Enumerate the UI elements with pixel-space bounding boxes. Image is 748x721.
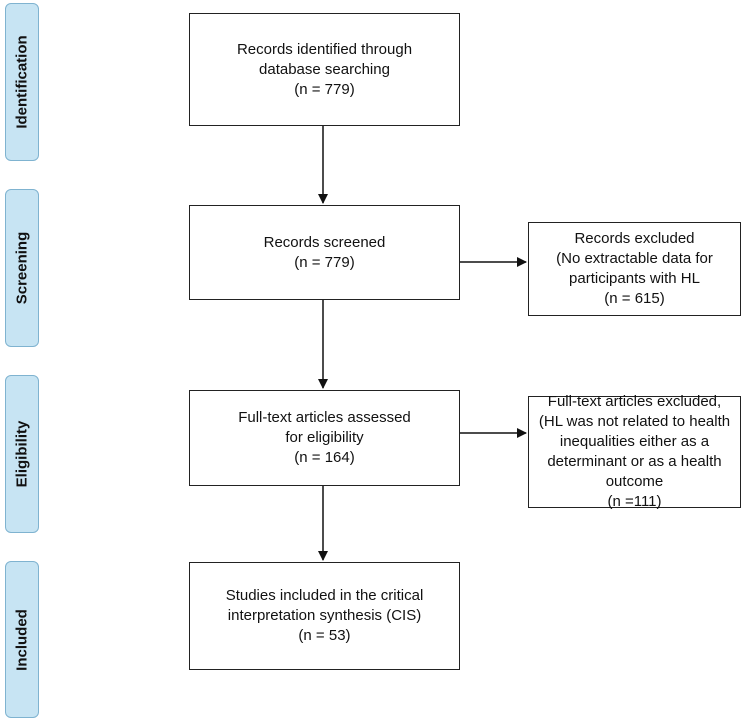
records-excluded-line-1: Records excluded (574, 230, 695, 247)
records-excluded-box: Records excluded (No extractable data fo… (528, 222, 741, 316)
records-identified-count: (n = 779) (294, 80, 355, 98)
full-text-excluded-line-5: outcome (605, 473, 664, 490)
records-identified-box: Records identified through database sear… (189, 13, 460, 126)
records-identified-line-2: database searching (259, 60, 390, 78)
stage-screening: Screening (5, 189, 39, 347)
records-excluded-count: (n = 615) (604, 290, 665, 307)
full-text-excluded-line-1: Full-text articles excluded, (547, 393, 722, 410)
records-screened-box: Records screened (n = 779) (189, 205, 460, 300)
full-text-excluded-line-3: inequalities either as a (559, 433, 710, 450)
records-screened-count: (n = 779) (294, 253, 355, 271)
stage-identification: Identification (5, 3, 39, 161)
studies-included-count: (n = 53) (298, 627, 351, 644)
stage-eligibility: Eligibility (5, 375, 39, 533)
studies-included-box: Studies included in the critical interpr… (189, 562, 460, 670)
full-text-assessed-box: Full-text articles assessed for eligibil… (189, 390, 460, 486)
full-text-excluded-count: (n =111) (607, 493, 662, 510)
records-excluded-line-3: participants with HL (569, 270, 700, 287)
full-text-excluded-line-2: (HL was not related to health (538, 413, 731, 430)
full-text-excluded-line-4: determinant or as a health (547, 453, 722, 470)
full-text-excluded-box: Full-text articles excluded, (HL was not… (528, 393, 741, 510)
full-text-assessed-count: (n = 164) (294, 449, 355, 466)
studies-included-line-1: Studies included in the critical (225, 587, 424, 604)
records-excluded-line-2: (No extractable data for (556, 250, 713, 267)
studies-included-line-2: interpretation synthesis (CIS) (227, 607, 422, 624)
full-text-assessed-line-1: Full-text articles assessed (238, 409, 411, 426)
records-identified-line-1: Records identified through (236, 40, 413, 58)
full-text-assessed-line-2: for eligibility (285, 429, 364, 446)
stage-included: Included (5, 561, 39, 718)
records-screened-line-1: Records screened (263, 233, 386, 251)
